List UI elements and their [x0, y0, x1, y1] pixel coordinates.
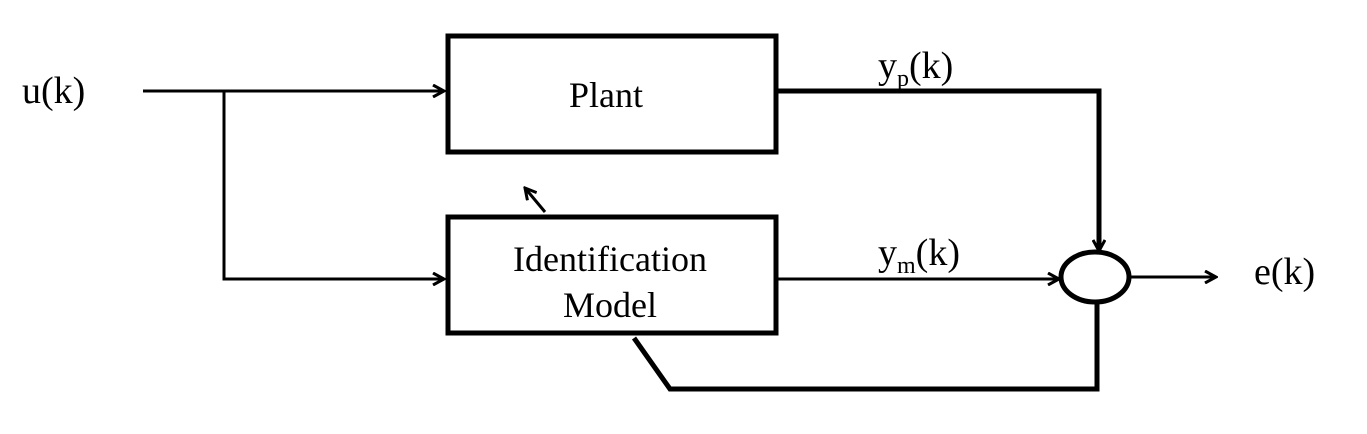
model-output-label: ym(k) [878, 232, 960, 279]
model-label-line2: Model [563, 285, 657, 325]
identification-model-block [445, 214, 779, 336]
error-label: e(k) [1254, 251, 1315, 293]
input-branch-to-model-line [222, 91, 444, 279]
plant-output-label: yp(k) [878, 45, 953, 92]
adaptation-arrow [525, 188, 547, 213]
plant-block [445, 33, 779, 155]
error-feedback-line [631, 302, 1100, 392]
plant-label: Plant [569, 75, 643, 115]
model-label-line1: Identification [513, 239, 707, 279]
summing-junction [1058, 249, 1132, 305]
plant-output-line [776, 88, 1099, 251]
input-label: u(k) [22, 70, 85, 112]
